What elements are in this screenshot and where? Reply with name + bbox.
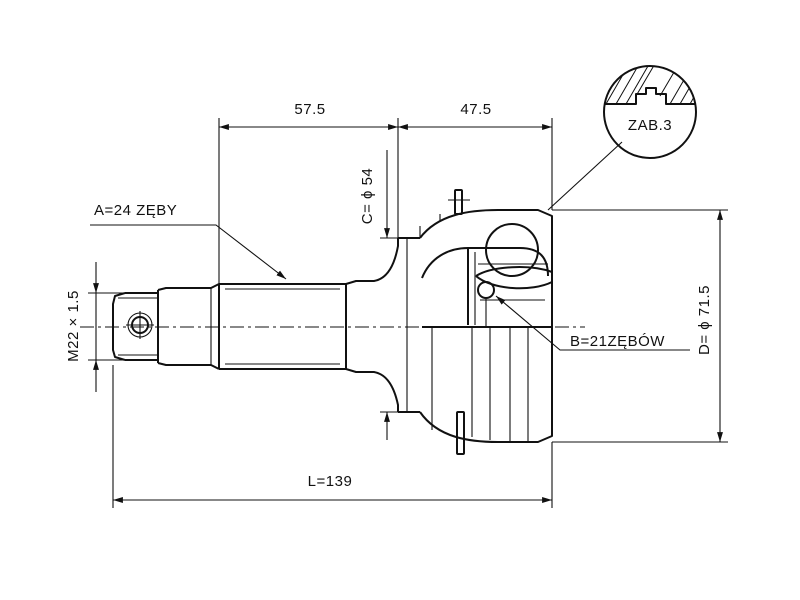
seal-diameter-label: C= ϕ 54 xyxy=(359,168,376,225)
inner-race xyxy=(475,223,553,326)
dim-57-5-label: 57.5 xyxy=(294,101,325,118)
detail-view xyxy=(603,65,697,159)
ball xyxy=(477,281,495,299)
outer-diameter-label: D= ϕ 71.5 xyxy=(696,285,713,355)
detail-label: ZAB.3 xyxy=(628,117,672,134)
dim-47-5-label: 47.5 xyxy=(460,101,491,118)
dimension-lines xyxy=(88,118,728,508)
bell-housing xyxy=(398,189,553,455)
inner-splines-label: B=21ZĘBÓW xyxy=(570,333,665,350)
total-length-label: L=139 xyxy=(308,473,353,490)
shaft-splines-label: A=24 ZĘBY xyxy=(94,202,177,219)
shaft xyxy=(112,238,399,412)
thread-label: M22 × 1.5 xyxy=(65,290,82,362)
